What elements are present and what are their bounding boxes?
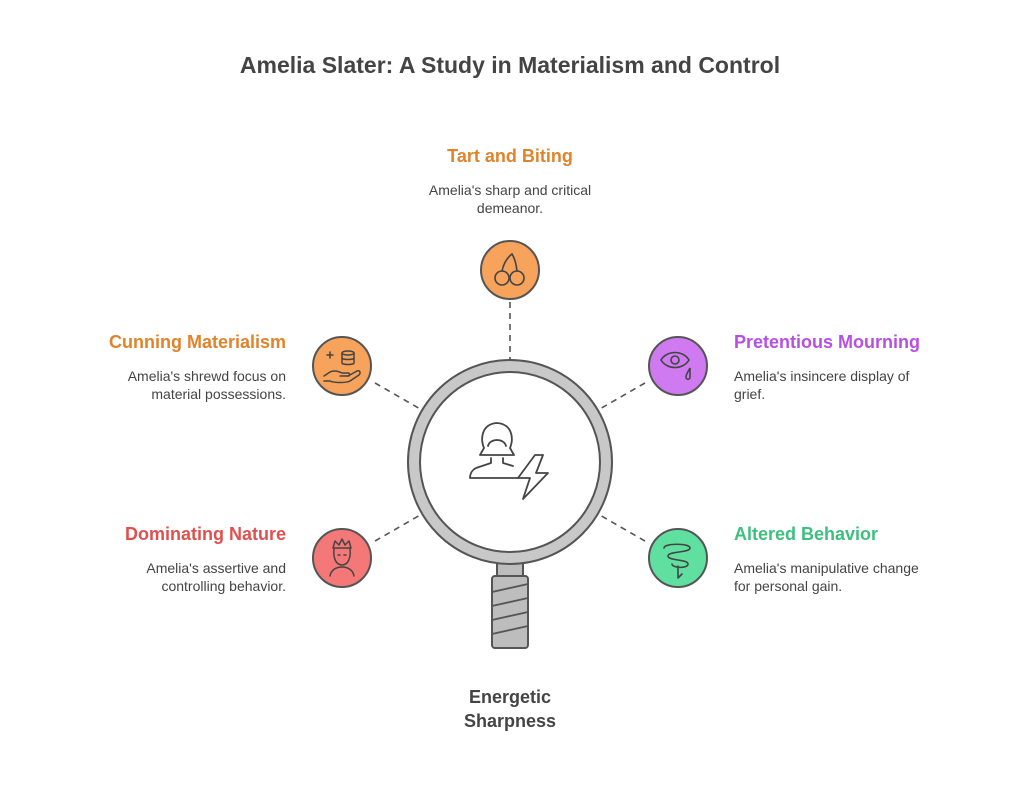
node-tart-and-biting [480,240,540,300]
desc-line: Amelia's insincere display of [734,368,910,384]
desc-pretentious-mourning: Amelia's insincere display of grief. [734,367,964,403]
desc-altered-behavior: Amelia's manipulative change for persona… [734,559,964,595]
diagram-title: Amelia Slater: A Study in Materialism an… [239,52,781,78]
magnifier-handle [491,559,529,649]
queen-icon [329,538,355,577]
desc-line: Amelia's assertive and [146,560,286,576]
desc-dominating-nature: Amelia's assertive and controlling behav… [60,559,286,595]
desc-line: controlling behavior. [161,578,286,594]
heading-cunning-materialism: Cunning Materialism [108,332,286,352]
desc-line: demeanor. [476,200,544,216]
center-label: Energetic Sharpness [410,685,610,733]
magnifier-lens [407,359,613,565]
connector-lower-right [597,513,646,542]
node-dominating-nature [312,528,372,588]
desc-line: Amelia's manipulative change [734,560,919,576]
center-label-line: Sharpness [463,711,557,731]
desc-line: Amelia's sharp and critical [428,182,592,198]
node-pretentious-mourning [648,336,708,396]
heading-dominating-nature: Dominating Nature [124,524,286,544]
node-cunning-materialism [312,336,372,396]
cherries-icon [494,253,525,286]
heading-tart-and-biting: Tart and Biting [447,146,573,166]
eye-tear-icon [660,351,691,381]
heading-pretentious-mourning: Pretentious Mourning [734,332,920,352]
connector-upper-right [597,382,646,411]
snake-icon [663,543,691,579]
heading-altered-behavior: Altered Behavior [734,524,879,544]
connector-upper-left [374,382,423,411]
node-altered-behavior [648,528,708,588]
center-label-line: Energetic [468,687,552,707]
desc-tart-and-biting: Amelia's sharp and critical demeanor. [360,181,660,217]
desc-line: Amelia's shrewd focus on [127,368,286,384]
hand-coins-icon [323,350,361,384]
desc-line: for personal gain. [734,578,843,594]
desc-cunning-materialism: Amelia's shrewd focus on material posses… [60,367,286,403]
woman-lightning-icon [469,422,549,500]
desc-line: material possessions. [151,386,286,402]
connector-lower-left [374,513,423,542]
desc-line: grief. [734,386,766,402]
connectors [374,302,646,542]
